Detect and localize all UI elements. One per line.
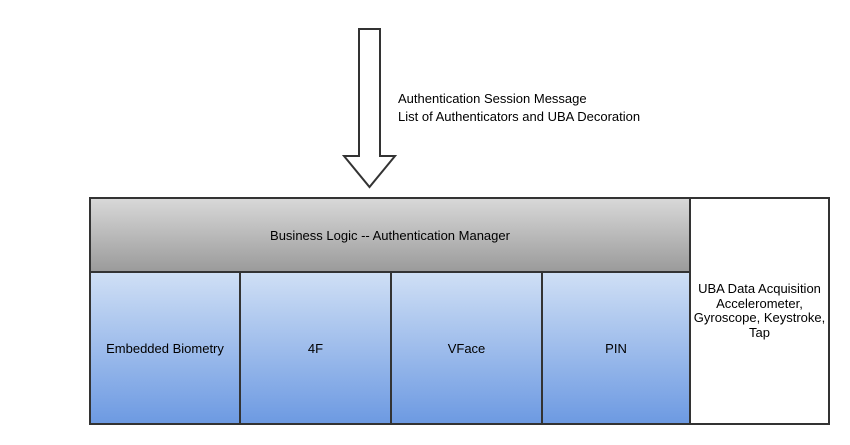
authenticator-box-4f: 4F (241, 273, 390, 423)
authentication-diagram: Business Logic -- Authentication Manager… (89, 197, 830, 425)
authenticator-box-pin: PIN (543, 273, 689, 423)
arrow-annotation: Authentication Session Message List of A… (398, 90, 640, 126)
authenticator-box-vface: VFace (392, 273, 541, 423)
business-logic-header-box: Business Logic -- Authentication Manager (91, 199, 689, 271)
annotation-line-1: Authentication Session Message (398, 91, 587, 106)
annotation-line-2: List of Authenticators and UBA Decoratio… (398, 109, 641, 124)
down-arrow-icon (341, 27, 398, 190)
authenticator-box-embedded-biometry: Embedded Biometry (91, 273, 239, 423)
uba-data-acquisition-box: UBA Data Acquisition Accelerometer, Gyro… (691, 199, 828, 423)
